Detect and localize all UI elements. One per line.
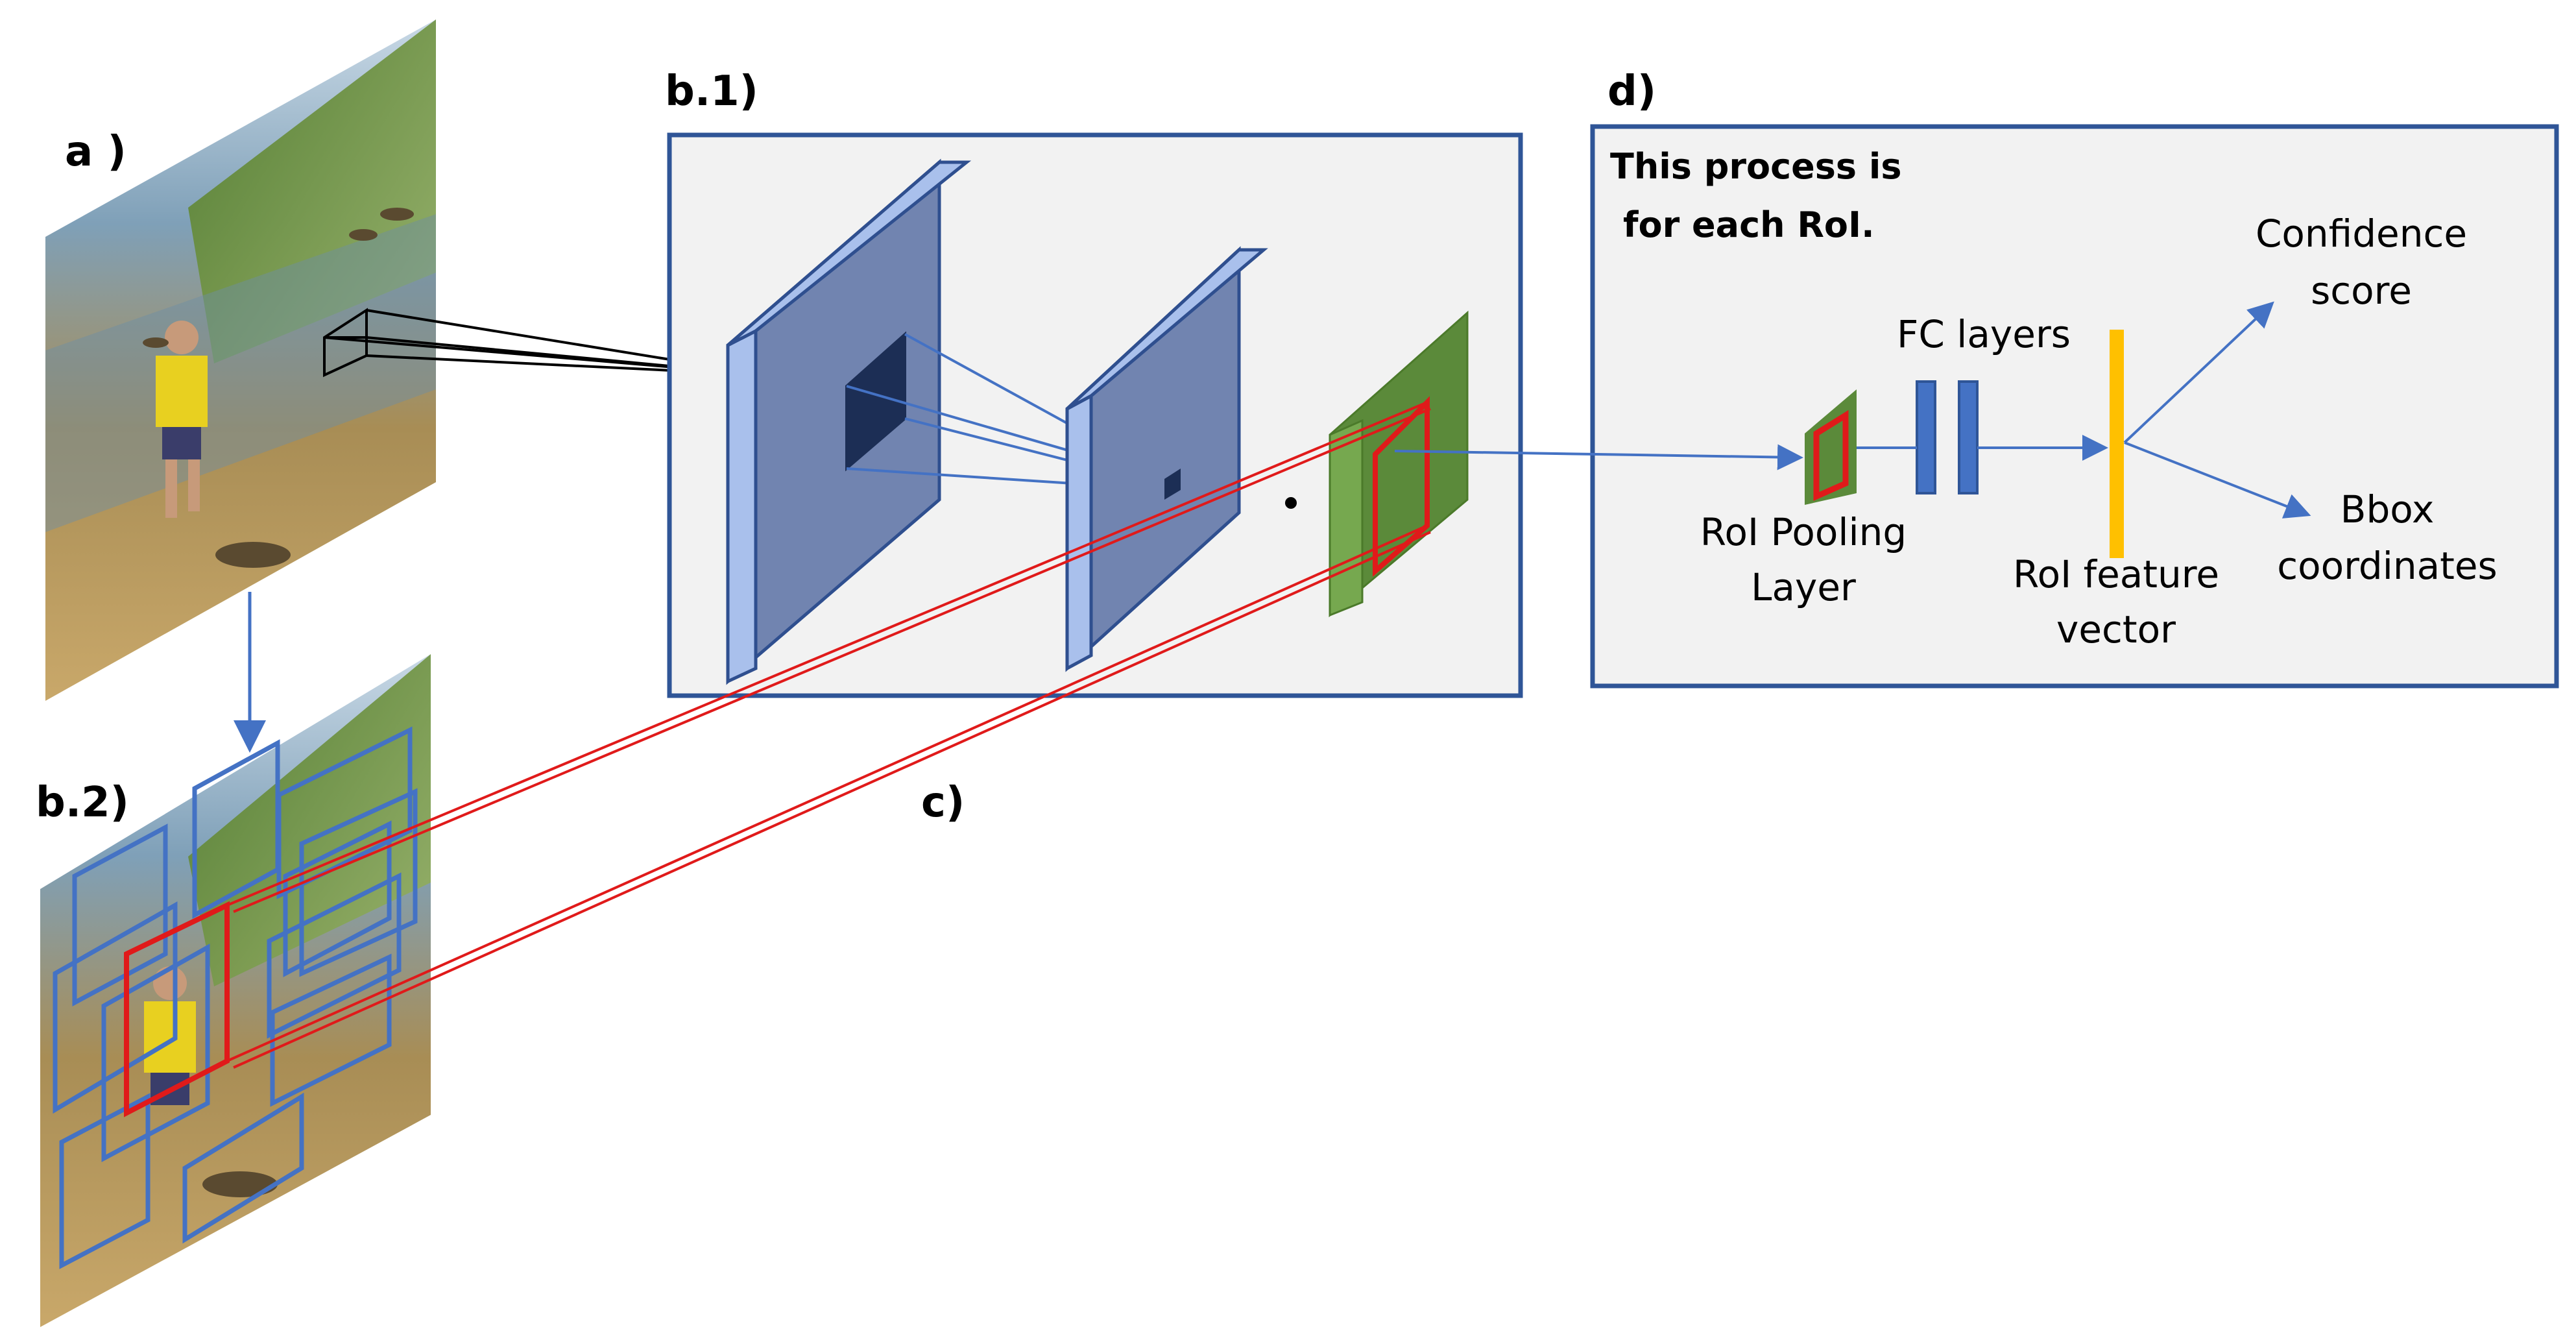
duck [380,208,414,221]
fc-layers-label: FC layers [1897,312,2071,356]
roi-projection-lines [226,401,1431,1069]
bbox-arrow [2124,441,2311,518]
region-proposals-image [40,654,431,1327]
label-a: a ) [65,128,126,176]
proposal-box [270,953,392,1107]
proposal-box [283,820,392,977]
roi-pooling-label-2: Layer [1751,565,1856,609]
duck [202,1171,278,1197]
duck [143,337,169,348]
proposal-box [53,901,178,1114]
confidence-arrow [2123,301,2274,444]
bbox-label-2: coordinates [2277,544,2498,588]
panel-d [1590,124,2559,689]
input-image [45,19,436,701]
note-line-2: for each RoI. [1623,204,1875,245]
proposal-box [299,788,418,977]
feature-map-1 [726,158,972,685]
label-b2: b.2) [36,779,129,827]
roi-feature-label-1: RoI feature [2013,552,2219,596]
label-b1: b.1) [665,67,758,116]
feature-point [1164,469,1181,500]
duck [215,542,291,568]
fc-layer-1 [1916,380,1936,494]
roi-pooling-layer [1805,389,1857,505]
ellipsis-dot [1285,497,1297,509]
proposal-box [101,944,210,1162]
confidence-label-2: score [2311,269,2412,313]
proposal-boxes [53,726,418,1269]
roi-feature-label-2: vector [2056,607,2176,652]
duck [349,229,378,241]
feature-map-2 [1065,246,1268,672]
label-c: c) [921,779,965,827]
bbox-label-1: Bbox [2341,487,2435,531]
roi-to-pooling-arrow [1394,444,1803,470]
proposal-box [59,1093,150,1269]
proposal-box [267,872,402,1039]
child-figure [156,321,208,518]
confidence-label-1: Confidence [2256,212,2467,256]
proposal-box [276,726,413,899]
note-line-1: This process is [1610,146,1901,187]
fc-layer-2 [1958,380,1979,494]
label-d: d) [1607,67,1656,116]
roi-feature-vector [2110,330,2124,558]
roi-pooling-label-1: RoI Pooling [1700,510,1907,554]
proposal-box [182,1092,304,1244]
